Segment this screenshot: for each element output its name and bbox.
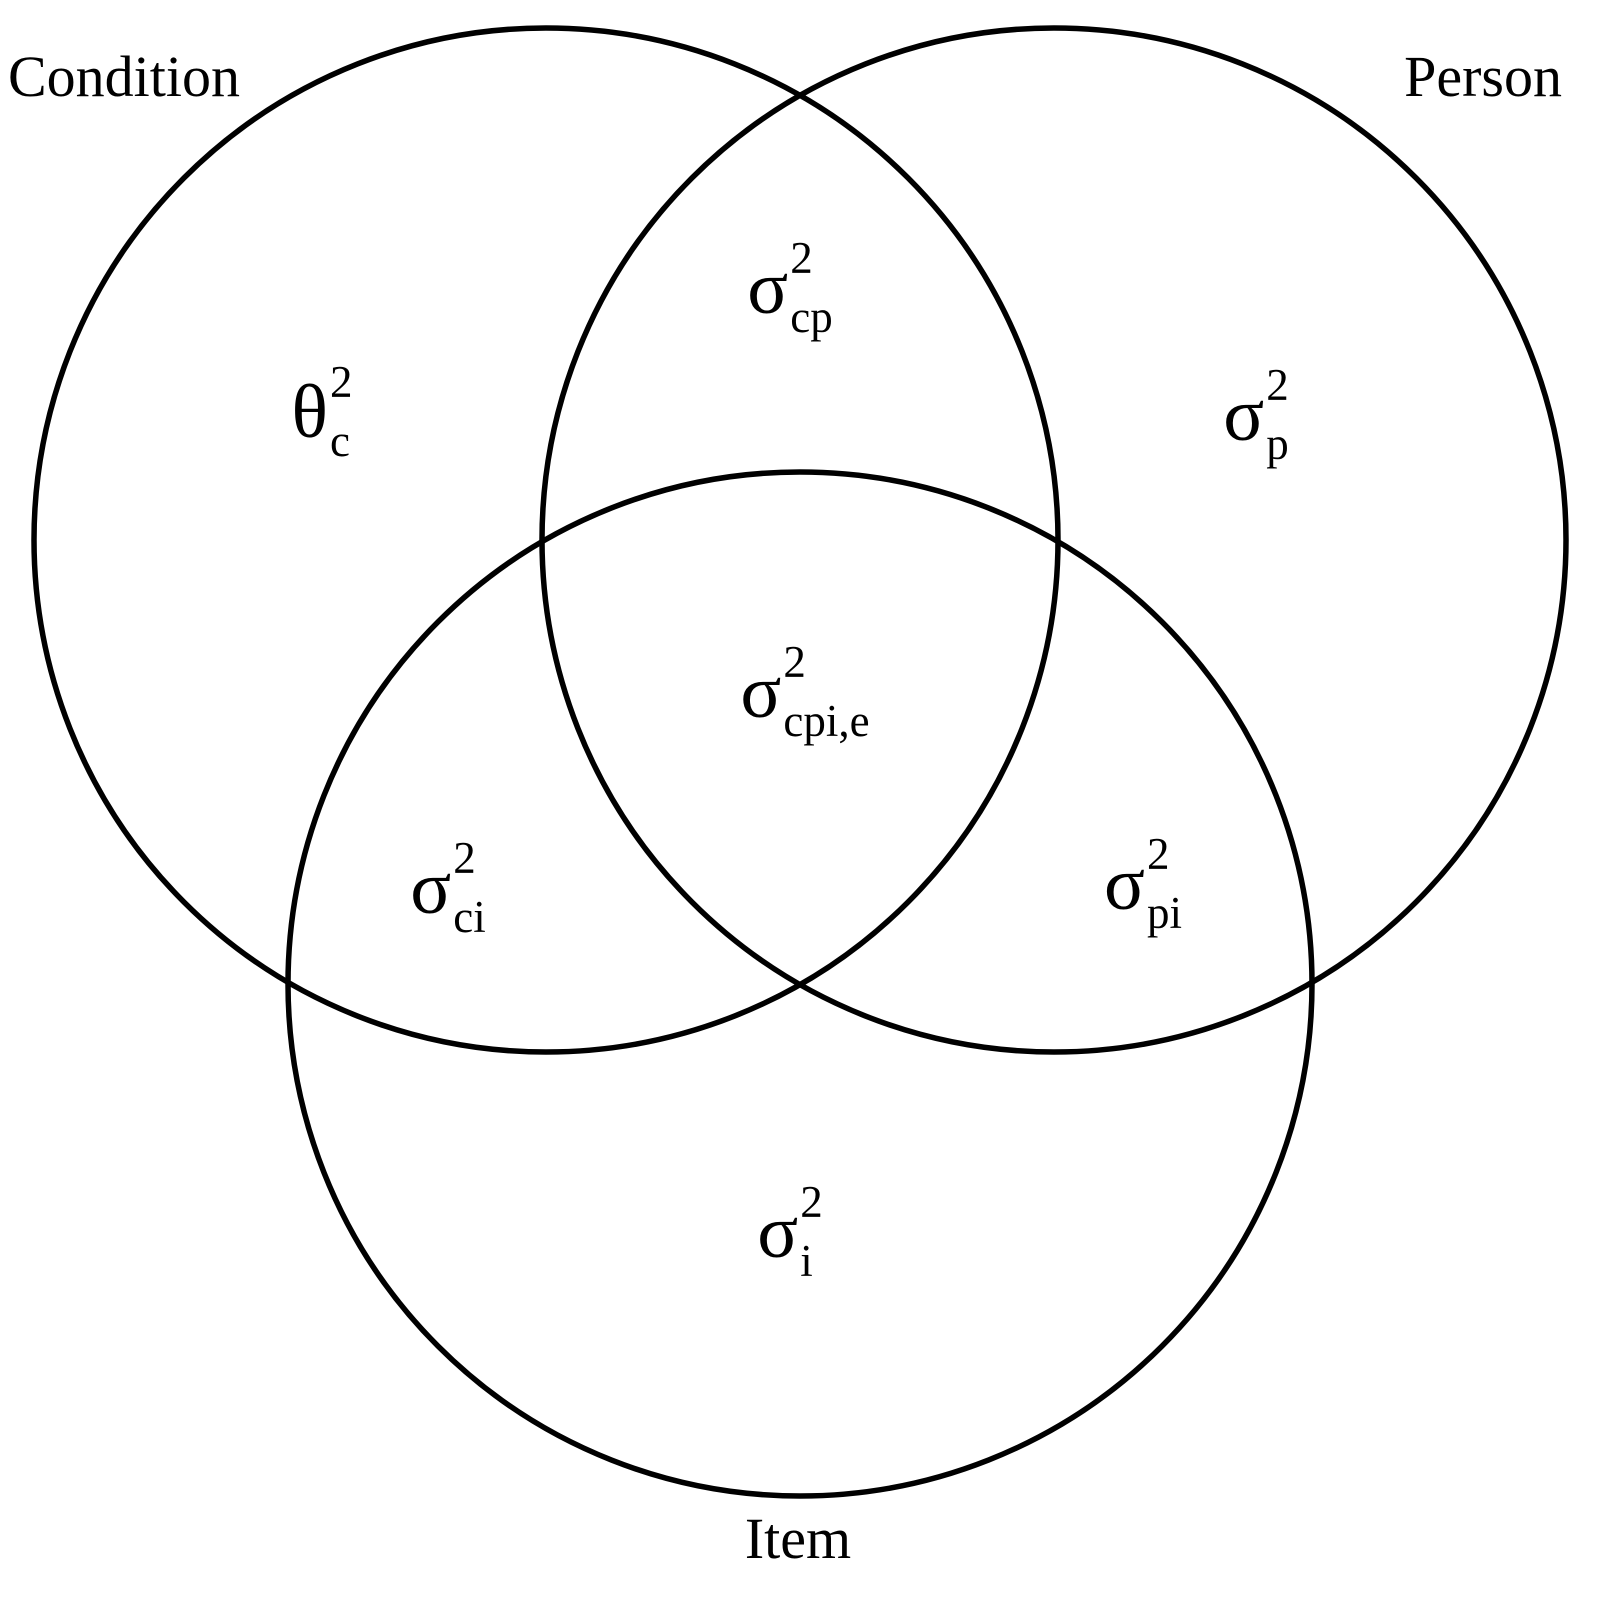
term-subscript: c — [329, 416, 350, 466]
term-scripts: 2 ci — [453, 836, 485, 940]
term-person-item: σ 2 pi — [1104, 832, 1182, 936]
term-subscript: cpi,e — [783, 696, 870, 746]
term-superscript: 2 — [790, 233, 813, 283]
term-superscript: 2 — [783, 637, 806, 687]
person-set-label: Person — [1404, 44, 1562, 109]
term-subscript: p — [1266, 419, 1289, 469]
term-superscript: 2 — [800, 1177, 823, 1227]
term-superscript: 2 — [1146, 829, 1170, 879]
term-base-symbol: σ — [1104, 842, 1145, 926]
item-set-label: Item — [744, 1506, 852, 1571]
term-scripts: 2 i — [800, 1180, 823, 1284]
term-subscript: cp — [790, 292, 833, 342]
term-condition-only: θ 2 c — [292, 360, 353, 464]
term-base-symbol: σ — [740, 650, 782, 734]
term-subscript: ci — [453, 892, 486, 942]
term-scripts: 2 cpi,e — [783, 640, 869, 744]
term-superscript: 2 — [453, 833, 476, 883]
term-scripts: 2 c — [330, 360, 353, 464]
term-condition-person: σ 2 cp — [747, 236, 832, 340]
term-base-symbol: θ — [291, 370, 328, 454]
term-scripts: 2 p — [1266, 363, 1289, 467]
item-circle — [285, 469, 1315, 1499]
term-base-symbol: σ — [757, 1190, 799, 1274]
term-condition-item: σ 2 ci — [410, 836, 485, 940]
condition-set-label: Condition — [8, 44, 241, 109]
term-subscript: i — [800, 1236, 813, 1286]
term-superscript: 2 — [329, 357, 353, 407]
term-item-only: σ 2 i — [757, 1180, 822, 1284]
term-scripts: 2 pi — [1147, 832, 1182, 936]
term-superscript: 2 — [1266, 360, 1289, 410]
term-condition-person-item: σ 2 cpi,e — [740, 640, 869, 744]
term-base-symbol: σ — [1223, 373, 1265, 457]
term-scripts: 2 cp — [790, 236, 832, 340]
term-person-only: σ 2 p — [1223, 363, 1288, 467]
term-subscript: pi — [1146, 888, 1182, 938]
term-base-symbol: σ — [747, 246, 789, 330]
term-base-symbol: σ — [410, 846, 452, 930]
